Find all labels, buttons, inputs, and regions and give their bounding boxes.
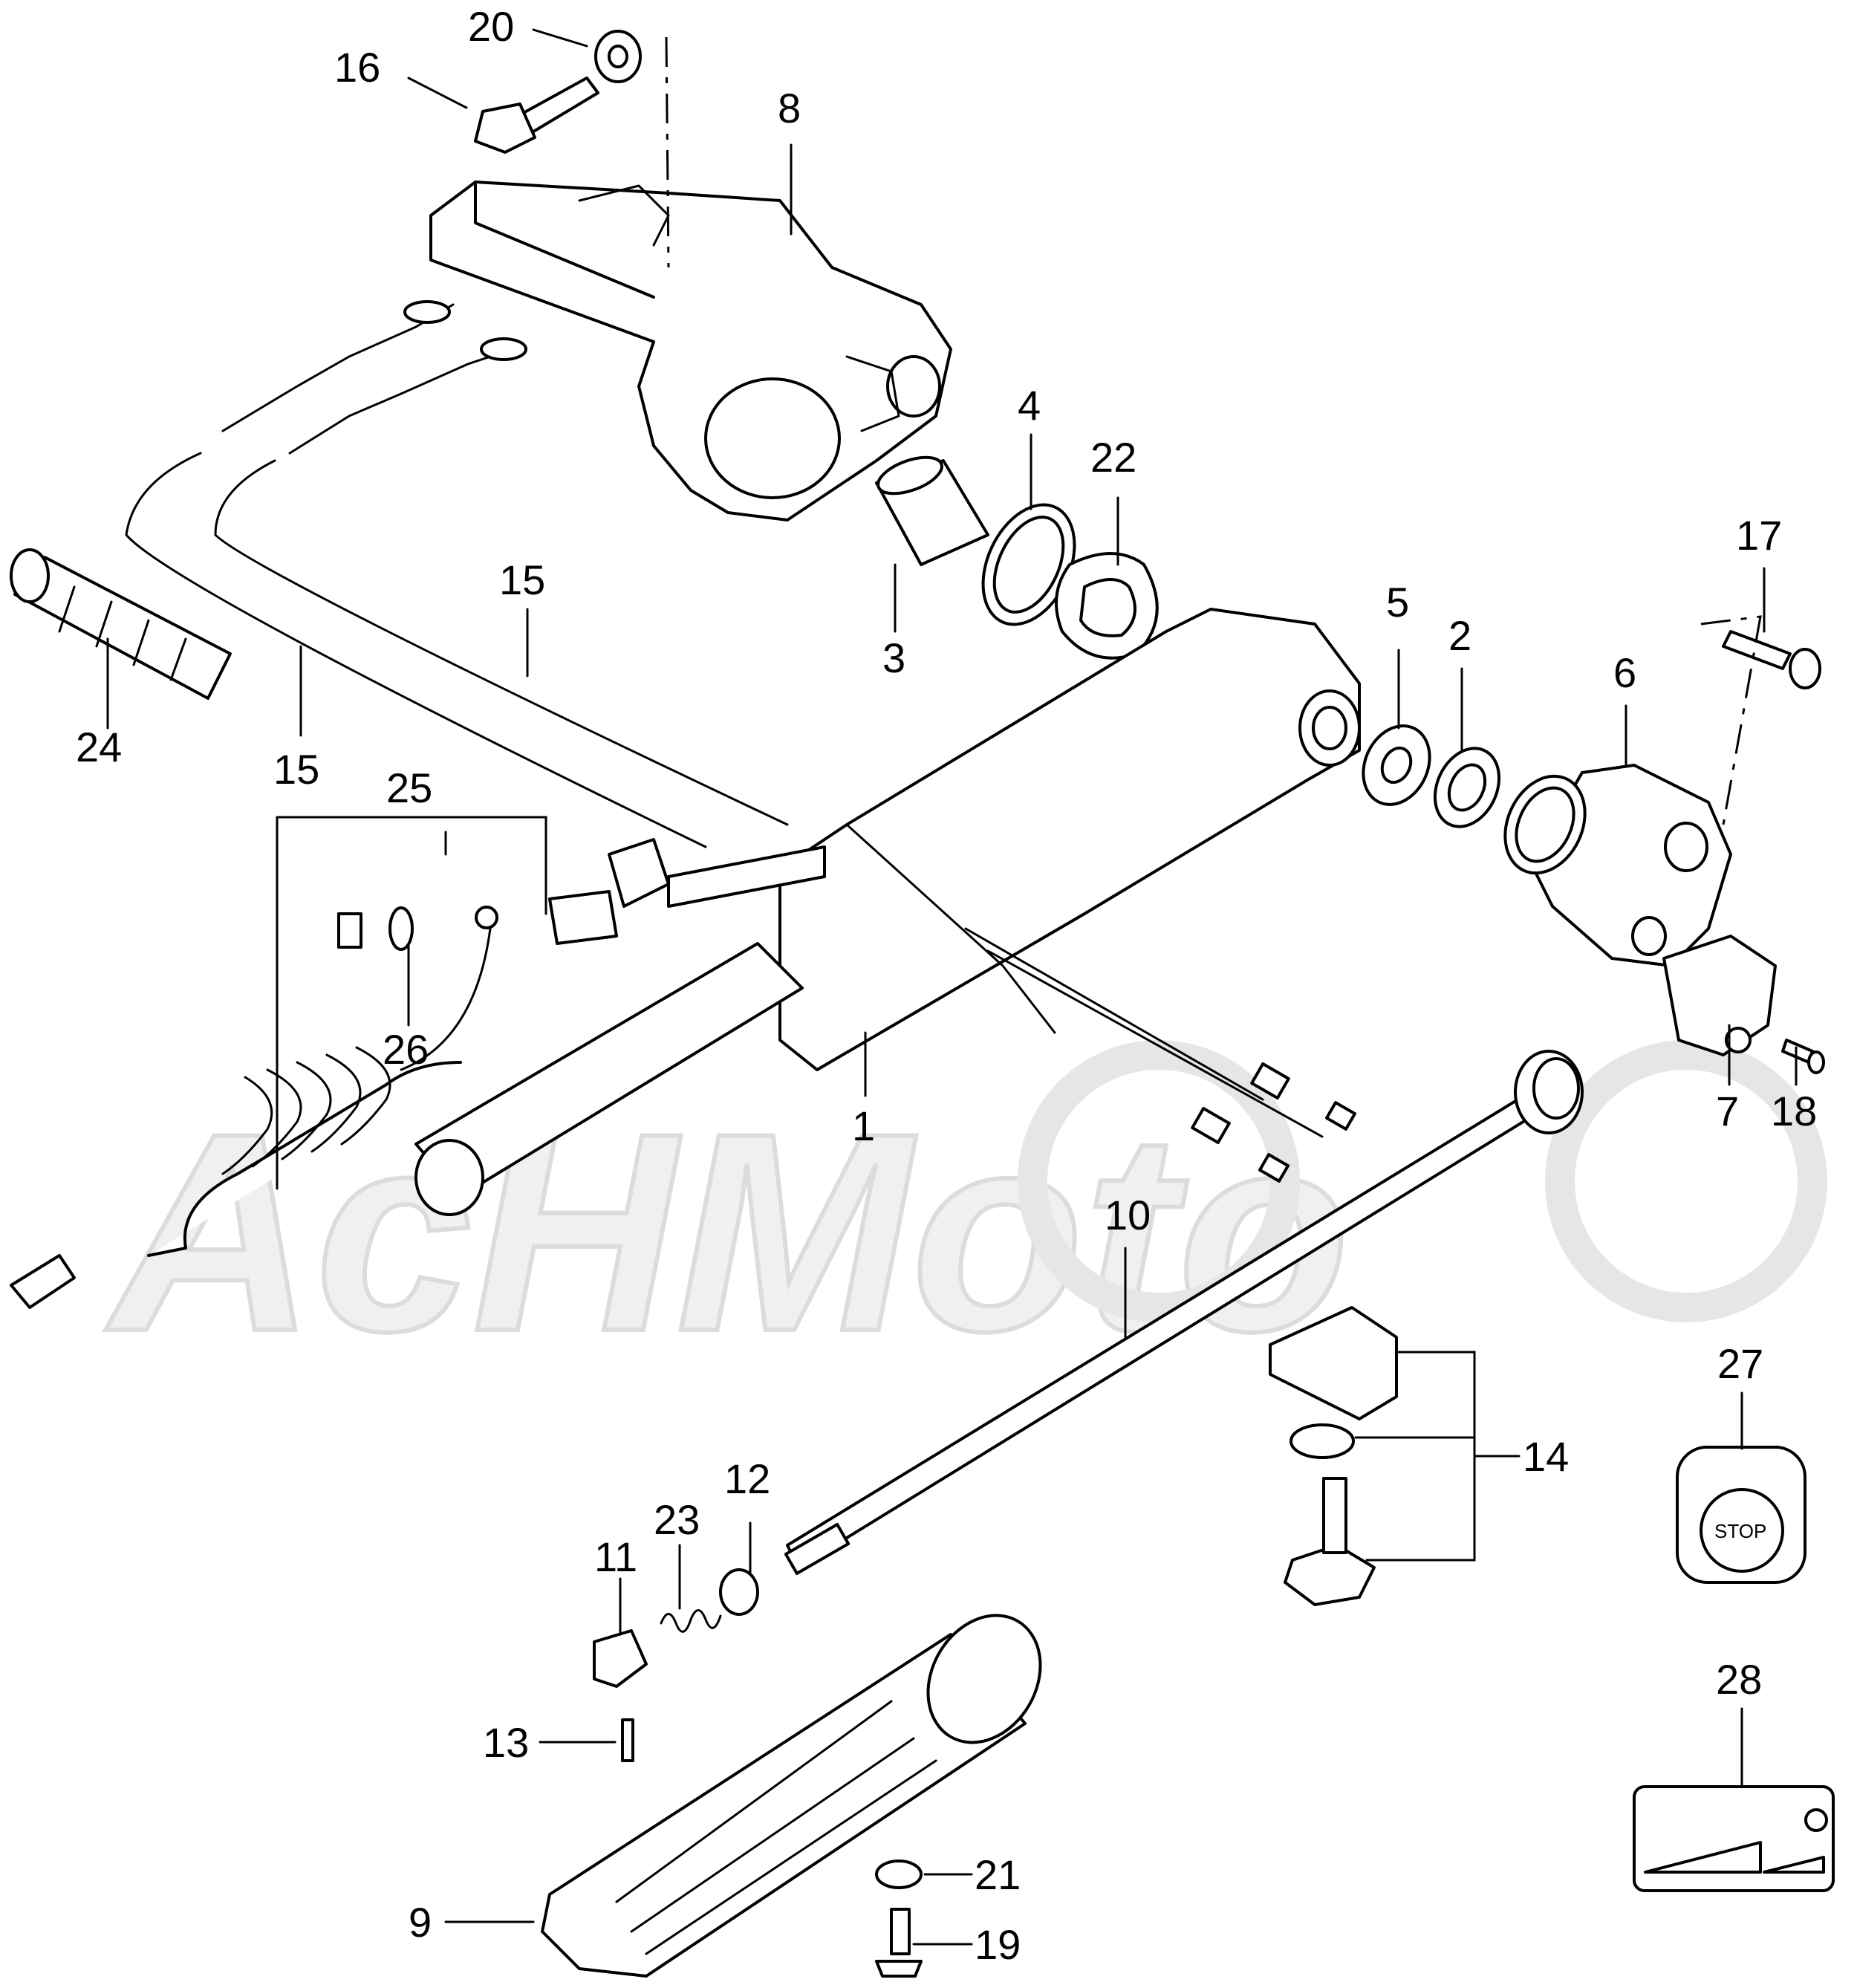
- bracket-25: [276, 816, 547, 1190]
- throttle-shaft-part-10: [784, 1050, 1584, 1575]
- callout-22: 22: [1090, 434, 1136, 481]
- watermark-wheel-left: [1018, 1040, 1300, 1322]
- screw-part-19: [875, 1908, 923, 1978]
- callout-15-lower: 15: [273, 746, 319, 793]
- screw-part-17: [1722, 630, 1821, 689]
- bracket-14: [1354, 1351, 1521, 1562]
- callout-18: 18: [1771, 1088, 1817, 1134]
- callout-17: 17: [1736, 512, 1782, 559]
- steering-bracket-part-8: [429, 181, 952, 522]
- lock-washer-part-21: [875, 1859, 923, 1889]
- callout-20: 20: [468, 3, 514, 50]
- callout-7: 7: [1716, 1088, 1739, 1134]
- callout-16: 16: [334, 44, 380, 91]
- callout-25: 25: [386, 764, 432, 811]
- cover-part-7: [1662, 935, 1777, 1056]
- bushing-part-2: [1433, 747, 1501, 828]
- callout-28: 28: [1716, 1656, 1762, 1703]
- callout-26: 26: [383, 1026, 429, 1073]
- cable-ends-on-arm: [1191, 1062, 1356, 1183]
- callout-21: 21: [975, 1851, 1021, 1898]
- tiller-arm-part-1: [414, 608, 1361, 1216]
- callout-23: 23: [654, 1496, 700, 1543]
- sleeve-part-24: [10, 548, 232, 700]
- collar-part-12: [719, 1568, 759, 1616]
- leader-lines: [106, 28, 1798, 1946]
- screw-part-18: [1781, 1039, 1825, 1074]
- seal-part-22: [1055, 552, 1159, 660]
- watermark-wheel-right: [1545, 1040, 1827, 1322]
- stop-label-part-27: STOP: [1676, 1446, 1806, 1584]
- washer-part-5: [1362, 724, 1431, 806]
- callout-27: 27: [1717, 1340, 1763, 1387]
- throttle-label-part-28: [1633, 1785, 1835, 1892]
- stop-switch-part-25: [337, 838, 826, 951]
- ring-spacer: [1503, 774, 1587, 875]
- callout-14: 14: [1523, 1433, 1569, 1480]
- callout-2: 2: [1448, 612, 1471, 659]
- callout-5: 5: [1386, 579, 1409, 626]
- friction-block-part-14: [1269, 1306, 1398, 1606]
- washer-part-4: [981, 503, 1076, 626]
- callout-11: 11: [594, 1533, 637, 1580]
- callout-3: 3: [882, 634, 905, 681]
- centerline-20: [665, 36, 670, 268]
- cables-part-15: [125, 300, 789, 848]
- bolt-part-16: [474, 77, 599, 154]
- callout-9: 9: [409, 1899, 432, 1946]
- callout-12: 12: [724, 1455, 770, 1502]
- callout-13: 13: [483, 1719, 529, 1766]
- callout-6: 6: [1613, 649, 1636, 696]
- bushing-part-3: [875, 455, 989, 566]
- watermark-text: AcHMoto: [103, 1074, 1350, 1390]
- callout-8: 8: [778, 85, 801, 131]
- spring-part-23: [660, 1609, 722, 1633]
- callout-10: 10: [1105, 1192, 1151, 1238]
- watermark: AcHMoto: [100, 1040, 1827, 1392]
- washer-part-20: [594, 30, 642, 83]
- callout-numbers: 20 16 8 4 22 3 15 15 24 25 26 5 2 6 17 7…: [76, 3, 1817, 1968]
- stop-label-text: STOP: [1714, 1520, 1766, 1542]
- callout-15-upper: 15: [499, 556, 545, 603]
- pin-part-13: [621, 1718, 634, 1762]
- throttle-grip-part-9: [541, 1614, 1042, 1978]
- throttle-stop-part-11: [593, 1629, 648, 1688]
- callout-24: 24: [76, 724, 122, 770]
- lanyard-part-26: [10, 927, 492, 1309]
- callout-4: 4: [1018, 382, 1041, 429]
- centerline-17: [1700, 615, 1762, 825]
- callout-19: 19: [975, 1921, 1021, 1968]
- callout-1: 1: [852, 1102, 875, 1149]
